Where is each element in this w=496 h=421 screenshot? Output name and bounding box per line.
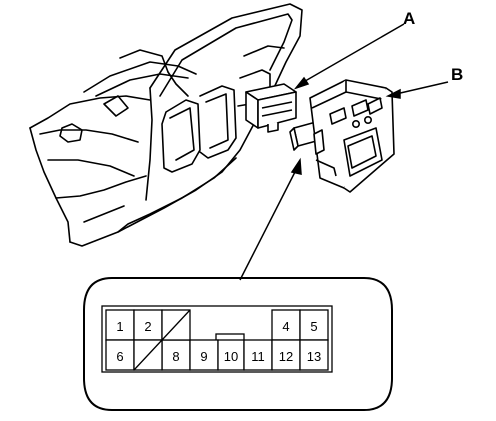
mirror-switch-b	[289, 79, 395, 193]
callout-label-a: A	[403, 9, 415, 28]
pin-cell-9	[189, 339, 219, 371]
pin-cell-11	[243, 339, 273, 371]
pin-label-8: 8	[172, 349, 179, 364]
pin-label-10: 10	[224, 349, 238, 364]
pin-label-11: 11	[251, 349, 265, 364]
arrowhead-b	[385, 88, 401, 99]
pin-grid	[101, 305, 333, 373]
pin-label-5: 5	[310, 319, 317, 334]
pin-cell-13	[299, 339, 329, 371]
pin-cell-10	[217, 339, 245, 371]
dashboard-panel	[29, 3, 303, 247]
pin-cell-8	[161, 339, 191, 371]
pinout-frame	[83, 277, 393, 411]
leader-pinout	[239, 169, 297, 281]
pin-label-9: 9	[200, 349, 207, 364]
pin-label-4: 4	[282, 319, 289, 334]
pin-labels: 1 2 4 5 6 8 9 10 11 12 13	[116, 319, 321, 364]
callout-label-b: B	[451, 65, 463, 84]
pin-cell-1	[105, 309, 135, 341]
pin-cell-12	[271, 339, 301, 371]
pin-label-6: 6	[116, 349, 123, 364]
pin-label-2: 2	[144, 319, 151, 334]
pin-cell-5	[299, 309, 329, 341]
pin-label-1: 1	[116, 319, 123, 334]
unused-slash	[133, 309, 191, 371]
arrowhead-a	[293, 76, 310, 90]
leader-a	[299, 23, 405, 85]
leader-b	[395, 81, 449, 95]
harness-connector-a	[245, 83, 297, 133]
pin-cell-6	[105, 339, 135, 371]
pin-label-12: 12	[279, 349, 293, 364]
leader-lines	[239, 23, 449, 281]
pin-label-13: 13	[307, 349, 321, 364]
arrowhead-pinout	[290, 157, 302, 175]
